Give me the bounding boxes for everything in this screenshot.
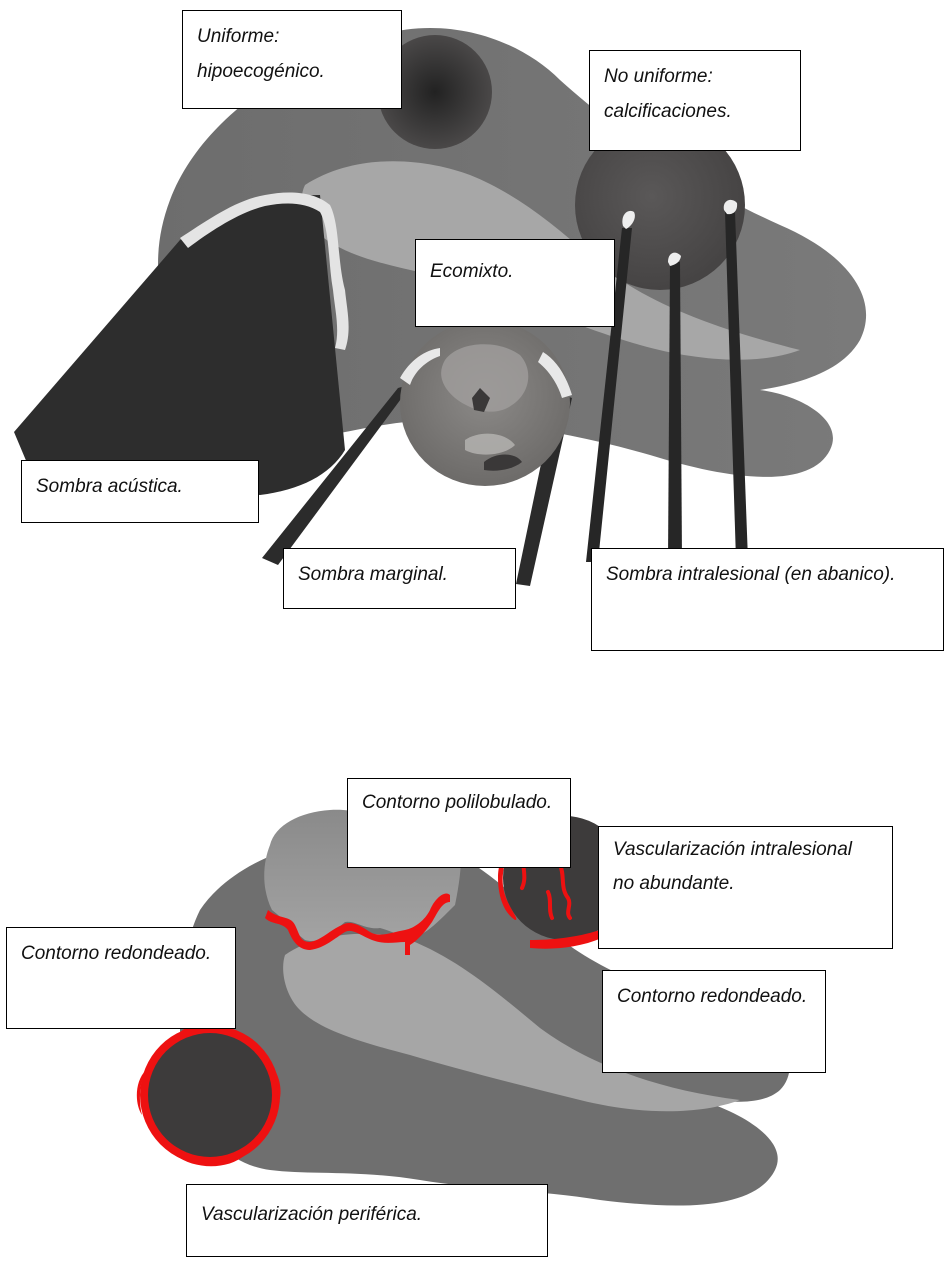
label-sombra-marginal: Sombra marginal. [283,548,516,609]
contour-vascularity-diagram: Contorno polilobulado. Vascularización i… [0,770,944,1267]
label-uniforme: Uniforme: hipoecogénico. [182,10,402,109]
label-sombra-acustica: Sombra acústica. [21,460,259,523]
echogenicity-diagram: Uniforme: hipoecogénico. No uniforme: ca… [0,0,944,660]
label-no-uniforme: No uniforme: calcificaciones. [589,50,801,151]
label-contorno-redondeado-right: Contorno redondeado. [602,970,826,1073]
label-vascularizacion-periferica: Vascularización periférica. [186,1184,548,1257]
label-contorno-redondeado-left: Contorno redondeado. [6,927,236,1029]
label-ecomixto: Ecomixto. [415,239,615,327]
label-contorno-polilobulado: Contorno polilobulado. [347,778,571,868]
label-sombra-intralesional: Sombra intralesional (en abanico). [591,548,944,651]
label-vascularizacion-intralesional: Vascularización intralesional no abundan… [598,826,893,949]
